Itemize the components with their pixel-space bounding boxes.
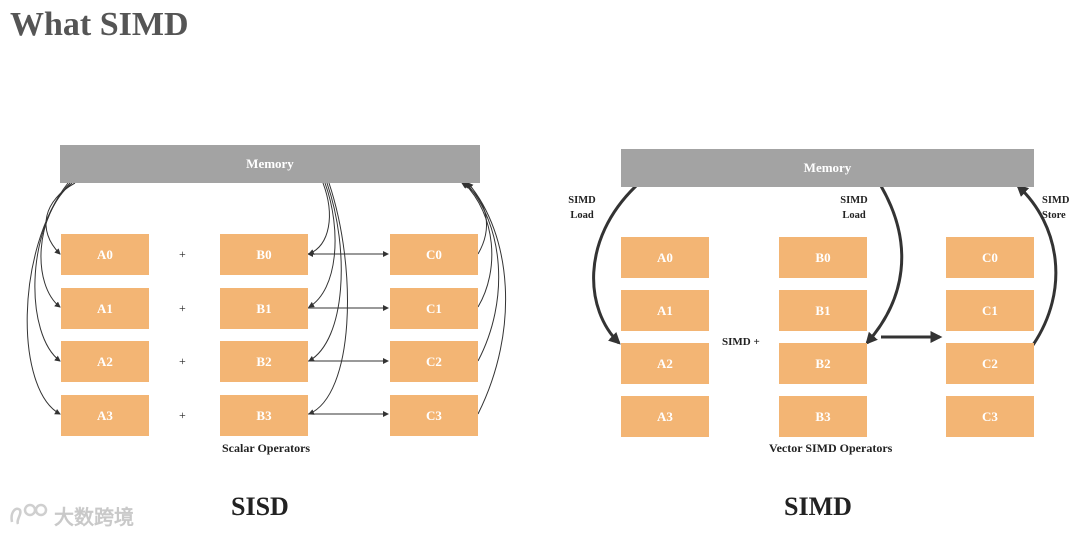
sisd-caption: Scalar Operators [222,441,311,455]
simd-plus-label: SIMD + [722,336,760,348]
simd-load-left-line2: Load [570,210,594,221]
sisd-cell-b0: B0 [220,234,308,275]
simd-cell-a1: A1 [621,290,709,331]
simd-label: SIMD [784,492,852,521]
simd-load-label-left: SIMD Load [562,193,602,223]
simd-store-line2: Store [1042,210,1066,221]
simd-cell-b0: B0 [779,237,867,278]
simd-cell-c1: C1 [946,290,1034,331]
simd-cell-a3: A3 [621,396,709,437]
sisd-label: SISD [231,492,289,521]
simd-cell-a2: A2 [621,343,709,384]
watermark: 大数跨境 [8,500,134,530]
simd-cell-b1: B1 [779,290,867,331]
sisd-cell-a2: A2 [61,341,149,382]
simd-cell-c2: C2 [946,343,1034,384]
sisd-plus-3: + [179,408,186,422]
sisd-plus-0: + [179,247,186,261]
sisd-cell-c3: C3 [390,395,478,436]
simd-store-line1: SIMD [1042,195,1070,206]
simd-load-mid-line1: SIMD [840,195,868,206]
simd-store-label: SIMD Store [1042,193,1080,223]
simd-cell-c3: C3 [946,396,1034,437]
simd-cell-a0: A0 [621,237,709,278]
sisd-plus-1: + [179,301,186,315]
sisd-cell-c0: C0 [390,234,478,275]
simd-load-left-line1: SIMD [568,195,596,206]
simd-memory-bar: Memory [621,149,1034,187]
sisd-cell-a3: A3 [61,395,149,436]
watermark-text: 大数跨境 [54,504,134,529]
sisd-cell-b1: B1 [220,288,308,329]
sisd-cell-b2: B2 [220,341,308,382]
watermark-logo-icon [10,503,48,525]
sisd-memory-bar: Memory [60,145,480,183]
simd-load-label-mid: SIMD Load [834,193,874,223]
slide-title: What SIMD [10,6,189,43]
sisd-cell-c2: C2 [390,341,478,382]
sisd-cell-c1: C1 [390,288,478,329]
sisd-cell-a0: A0 [61,234,149,275]
simd-cell-b3: B3 [779,396,867,437]
simd-cell-b2: B2 [779,343,867,384]
sisd-plus-2: + [179,354,186,368]
sisd-cell-b3: B3 [220,395,308,436]
simd-cell-c0: C0 [946,237,1034,278]
simd-load-mid-line2: Load [842,210,866,221]
simd-caption: Vector SIMD Operators [769,441,893,455]
sisd-cell-a1: A1 [61,288,149,329]
